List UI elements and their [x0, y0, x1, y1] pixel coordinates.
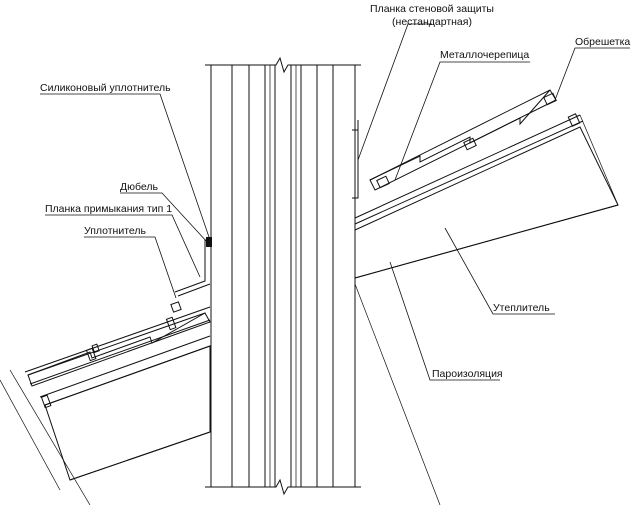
right-insulation: [354, 126, 619, 279]
label-batten: Обрешетка: [575, 36, 630, 48]
right-wall-protection-strip: [352, 129, 359, 199]
left-metal-tile: [27, 312, 211, 387]
label-dowel: Дюбель: [120, 181, 158, 193]
right-brick-wall: [332, 64, 356, 488]
top-break-line: [205, 56, 361, 74]
left-liner-cross: [248, 64, 266, 488]
leader-lines: [40, 23, 630, 381]
left-brick-wall: [210, 64, 233, 488]
left-dowel: [206, 237, 212, 247]
label-vapor-barrier: Пароизоляция: [432, 368, 503, 380]
right-roof: [352, 89, 619, 505]
chimney: [205, 56, 361, 496]
label-metal-tile: Металлочерепица: [440, 49, 529, 61]
right-liner-insulation: [316, 64, 334, 488]
label-sealant: Уплотнитель: [84, 225, 147, 237]
right-liner-cross: [300, 64, 318, 488]
label-wall-protection-line1: Планка стеновой защиты: [370, 3, 494, 15]
left-roof: [0, 237, 212, 505]
label-abutment-strip: Планка примыкания тип 1: [45, 203, 172, 215]
label-silicone-sealant: Силиконовый уплотнитель: [40, 82, 171, 94]
label-wall-protection-line2: (нестандартная): [392, 16, 472, 28]
left-abutment-strip: [174, 239, 212, 293]
left-liner-insulation: [231, 64, 250, 488]
label-insulation: Утеплитель: [493, 302, 550, 314]
bottom-break-line: [205, 478, 361, 496]
